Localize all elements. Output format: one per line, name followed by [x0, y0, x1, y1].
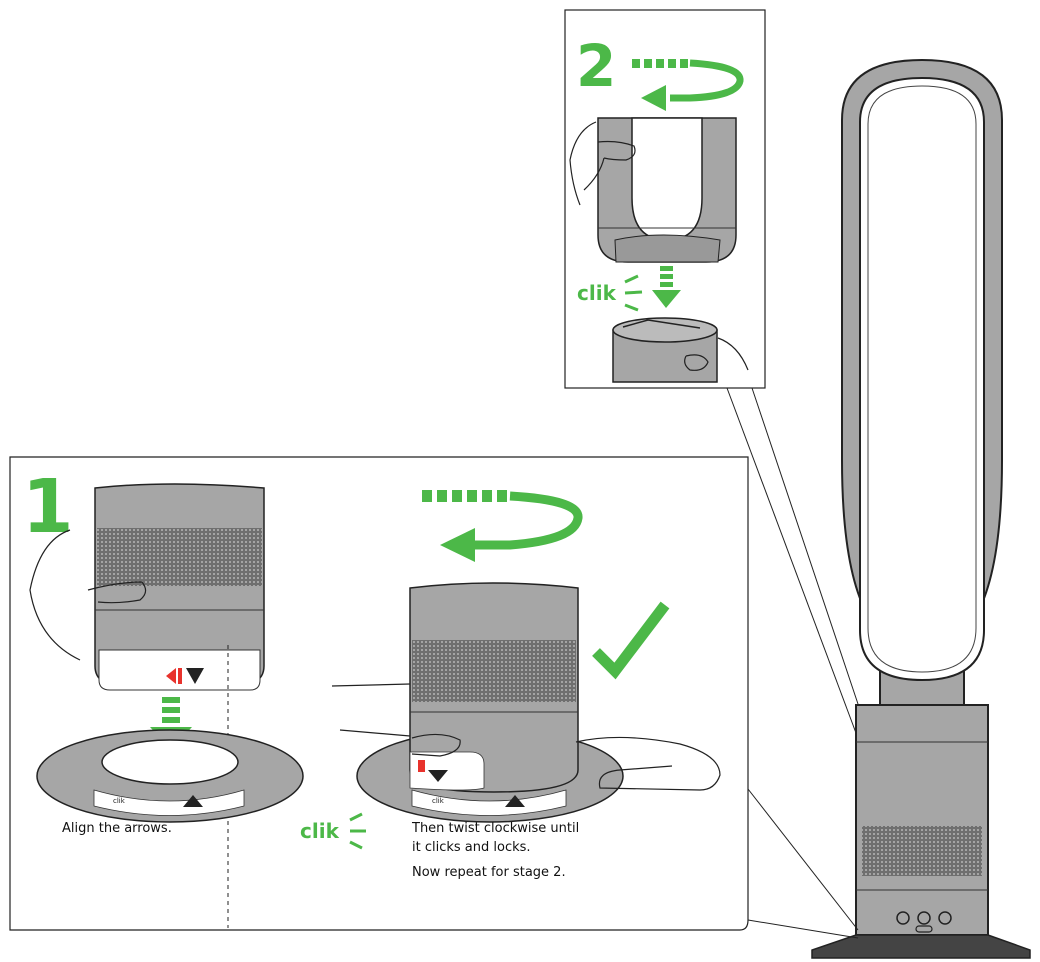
- step2-panel: 2 clik: [564, 9, 766, 389]
- right-caption-line2: it clicks and locks.: [412, 840, 531, 855]
- fan-button-icon: [938, 911, 952, 925]
- step2-number: 2: [576, 32, 616, 100]
- step2-clik-label: clik: [577, 281, 617, 305]
- dashed-arrow-icon: [422, 490, 507, 502]
- svg-text:clik: clik: [113, 797, 126, 805]
- callout-lines: [726, 387, 859, 939]
- right-caption-line3: Now repeat for stage 2.: [412, 865, 566, 880]
- hand-icon: [331, 683, 461, 757]
- hand-icon: [29, 529, 147, 661]
- click-lines-icon: [349, 812, 366, 850]
- click-lines-icon: [624, 274, 643, 312]
- dashed-arrow-icon: [632, 59, 688, 68]
- rotate-arrow-icon: [475, 491, 583, 550]
- svg-text:clik: clik: [432, 797, 445, 805]
- fan-grille: [862, 826, 982, 876]
- hand-icon: [569, 121, 636, 206]
- hand-icon: [684, 337, 749, 371]
- step1-clik-label: clik: [300, 819, 340, 843]
- step1-number: 1: [22, 464, 74, 550]
- fan-illustration: [811, 58, 1031, 959]
- checkmark-icon: [592, 601, 670, 680]
- left-caption: Align the arrows.: [62, 821, 172, 836]
- hand-icon: [575, 736, 721, 791]
- step1-panel: 1 clik Align the arrows.: [9, 456, 749, 931]
- right-caption-line1: Then twist clockwise until: [411, 821, 579, 836]
- align-arrow-icon: [166, 668, 176, 684]
- fan-button-icon: [896, 911, 910, 925]
- rotate-arrow-icon: [670, 59, 744, 102]
- down-arrow-icon: [652, 266, 681, 308]
- fan-button-icon: [917, 911, 931, 925]
